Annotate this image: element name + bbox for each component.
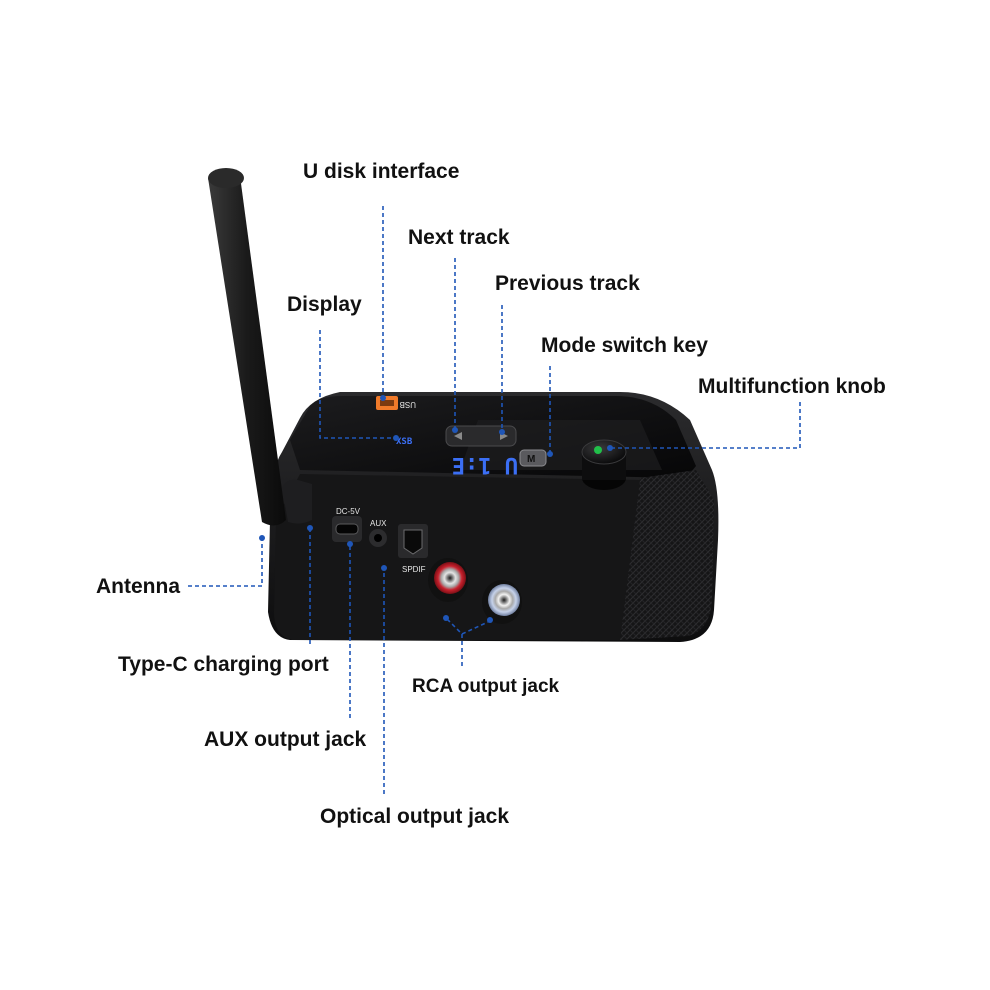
leader-lines [188, 206, 801, 794]
label-multifunction-knob: Multifunction knob [698, 375, 886, 398]
track-rocker[interactable] [445, 425, 517, 447]
led-display: U 1:E XSB [396, 437, 518, 477]
rca-white-jack[interactable] [488, 584, 520, 616]
antenna [208, 168, 312, 526]
label-display: Display [287, 293, 362, 316]
rca-jacks[interactable] [428, 558, 522, 624]
label-u-disk-interface: U disk interface [303, 160, 459, 183]
label-rca-output-jack: RCA output jack [412, 676, 560, 697]
device-mesh-grille [620, 470, 714, 640]
spdif-marking: SPDIF [402, 565, 426, 574]
label-aux-output-jack: AUX output jack [204, 728, 366, 751]
label-type-c-charging-port: Type-C charging port [118, 653, 329, 676]
callout-labels: U disk interface Next track Previous tra… [96, 160, 886, 828]
mode-switch-key[interactable]: M [519, 449, 547, 467]
label-next-track: Next track [408, 226, 510, 249]
bluetooth-receiver-device: USB M U 1:E XSB DC-5V [208, 168, 719, 642]
svg-text:XSB: XSB [396, 437, 413, 447]
display-readout: U 1:E [452, 452, 518, 477]
type-c-port[interactable]: DC-5V [332, 507, 362, 542]
optical-jack[interactable]: SPDIF [398, 524, 428, 574]
usb-marking: USB [400, 400, 416, 409]
multifunction-knob[interactable] [581, 439, 627, 490]
label-previous-track: Previous track [495, 272, 640, 295]
device-front-face [274, 474, 640, 640]
knob-led [594, 446, 602, 454]
label-antenna: Antenna [96, 575, 180, 598]
aux-jack[interactable]: AUX [369, 519, 387, 547]
next-track-button[interactable] [454, 432, 462, 440]
label-optical-output-jack: Optical output jack [320, 805, 509, 828]
aux-marking: AUX [370, 519, 387, 528]
rca-red-jack[interactable] [434, 562, 466, 594]
mode-key-marking: M [527, 454, 535, 465]
dc-marking: DC-5V [336, 507, 361, 516]
label-mode-switch-key: Mode switch key [541, 334, 708, 357]
